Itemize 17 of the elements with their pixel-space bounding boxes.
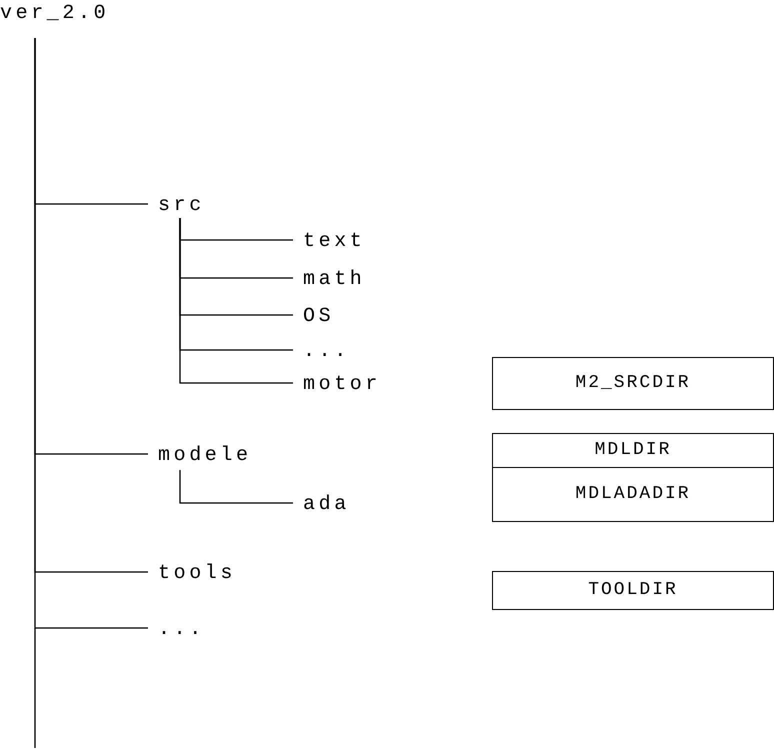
folder-name: motor (303, 373, 382, 397)
folder-name: OS (303, 305, 334, 329)
folder-name: ver_2.0 (0, 2, 110, 26)
tree-connector (179, 470, 293, 504)
variable-box: MDLADADIR (492, 467, 774, 522)
folder-name: modele (158, 444, 252, 468)
folder-name: text (303, 230, 366, 254)
folder-name: src (158, 194, 205, 218)
variable-box: MDLDIR (492, 433, 774, 468)
folder-name: ada (303, 493, 350, 517)
folder-name: ... (158, 618, 205, 642)
variable-box: TOOLDIR (492, 571, 774, 610)
folder-name: tools (158, 562, 236, 586)
folder-name: ... (303, 340, 350, 364)
folder-name: math (303, 268, 366, 292)
variable-box: M2_SRCDIR (492, 357, 774, 410)
tree-connector (179, 218, 293, 384)
